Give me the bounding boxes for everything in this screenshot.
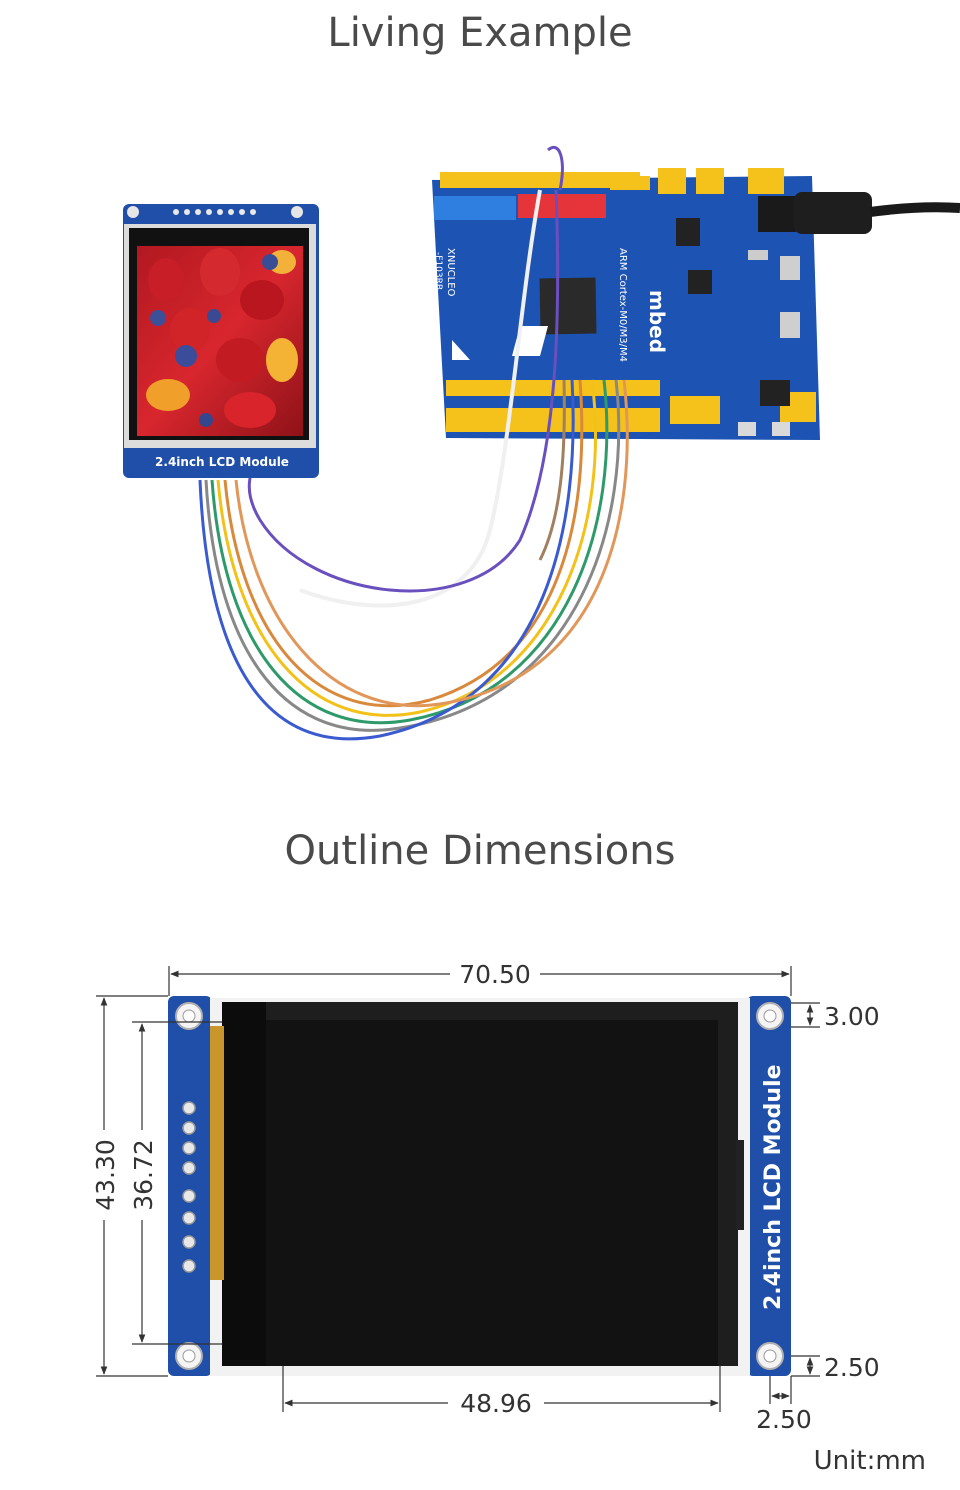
jumper-wires bbox=[198, 146, 629, 741]
lcd-module-label: 2.4inch LCD Module bbox=[155, 455, 289, 469]
module-label: 2.4inch LCD Module bbox=[761, 1064, 786, 1310]
dim-side-offset: 2.50 bbox=[756, 1376, 812, 1434]
board-brand-text: mbed bbox=[645, 290, 669, 353]
board-cpu-text: ARM Cortex-M0/M3/M4 bbox=[617, 248, 628, 362]
dim-side-offset-label: 2.50 bbox=[756, 1405, 812, 1434]
dim-display-height-label: 36.72 bbox=[129, 1139, 158, 1211]
dim-display-height: 36.72 bbox=[129, 1021, 222, 1345]
power-cable bbox=[758, 192, 960, 234]
unit-label: Unit:mm bbox=[813, 1446, 926, 1476]
dim-overall-height: 43.30 bbox=[91, 995, 168, 1377]
board-vendor-text: XNUCLEO bbox=[445, 248, 456, 297]
heading-living-example: Living Example bbox=[327, 10, 633, 56]
dim-bottom-offset: 2.50 bbox=[791, 1353, 880, 1382]
dim-top-offset: 3.00 bbox=[791, 1002, 880, 1031]
heading-outline-dimensions: Outline Dimensions bbox=[284, 828, 676, 874]
dim-bottom-offset-label: 2.50 bbox=[824, 1353, 880, 1382]
dim-overall-height-label: 43.30 bbox=[91, 1139, 120, 1211]
dim-top-offset-label: 3.00 bbox=[824, 1002, 880, 1031]
dim-overall-width: 70.50 bbox=[168, 960, 792, 996]
board-model-text: -F103RB bbox=[433, 252, 443, 290]
module-board: 2.4inch LCD Module bbox=[168, 996, 791, 1376]
dev-board: mbed ARM Cortex-M0/M3/M4 XNUCLEO -F103RB bbox=[432, 168, 820, 440]
header-pins bbox=[182, 1101, 196, 1273]
dim-display-width: 48.96 bbox=[282, 1366, 721, 1418]
dim-display-width-label: 48.96 bbox=[460, 1389, 532, 1418]
dim-overall-width-label: 70.50 bbox=[459, 960, 531, 989]
living-example-photo: 2.4inch LCD Module mbed ARM Cortex-M0/M3… bbox=[123, 146, 960, 741]
lcd-module: 2.4inch LCD Module bbox=[123, 204, 319, 478]
